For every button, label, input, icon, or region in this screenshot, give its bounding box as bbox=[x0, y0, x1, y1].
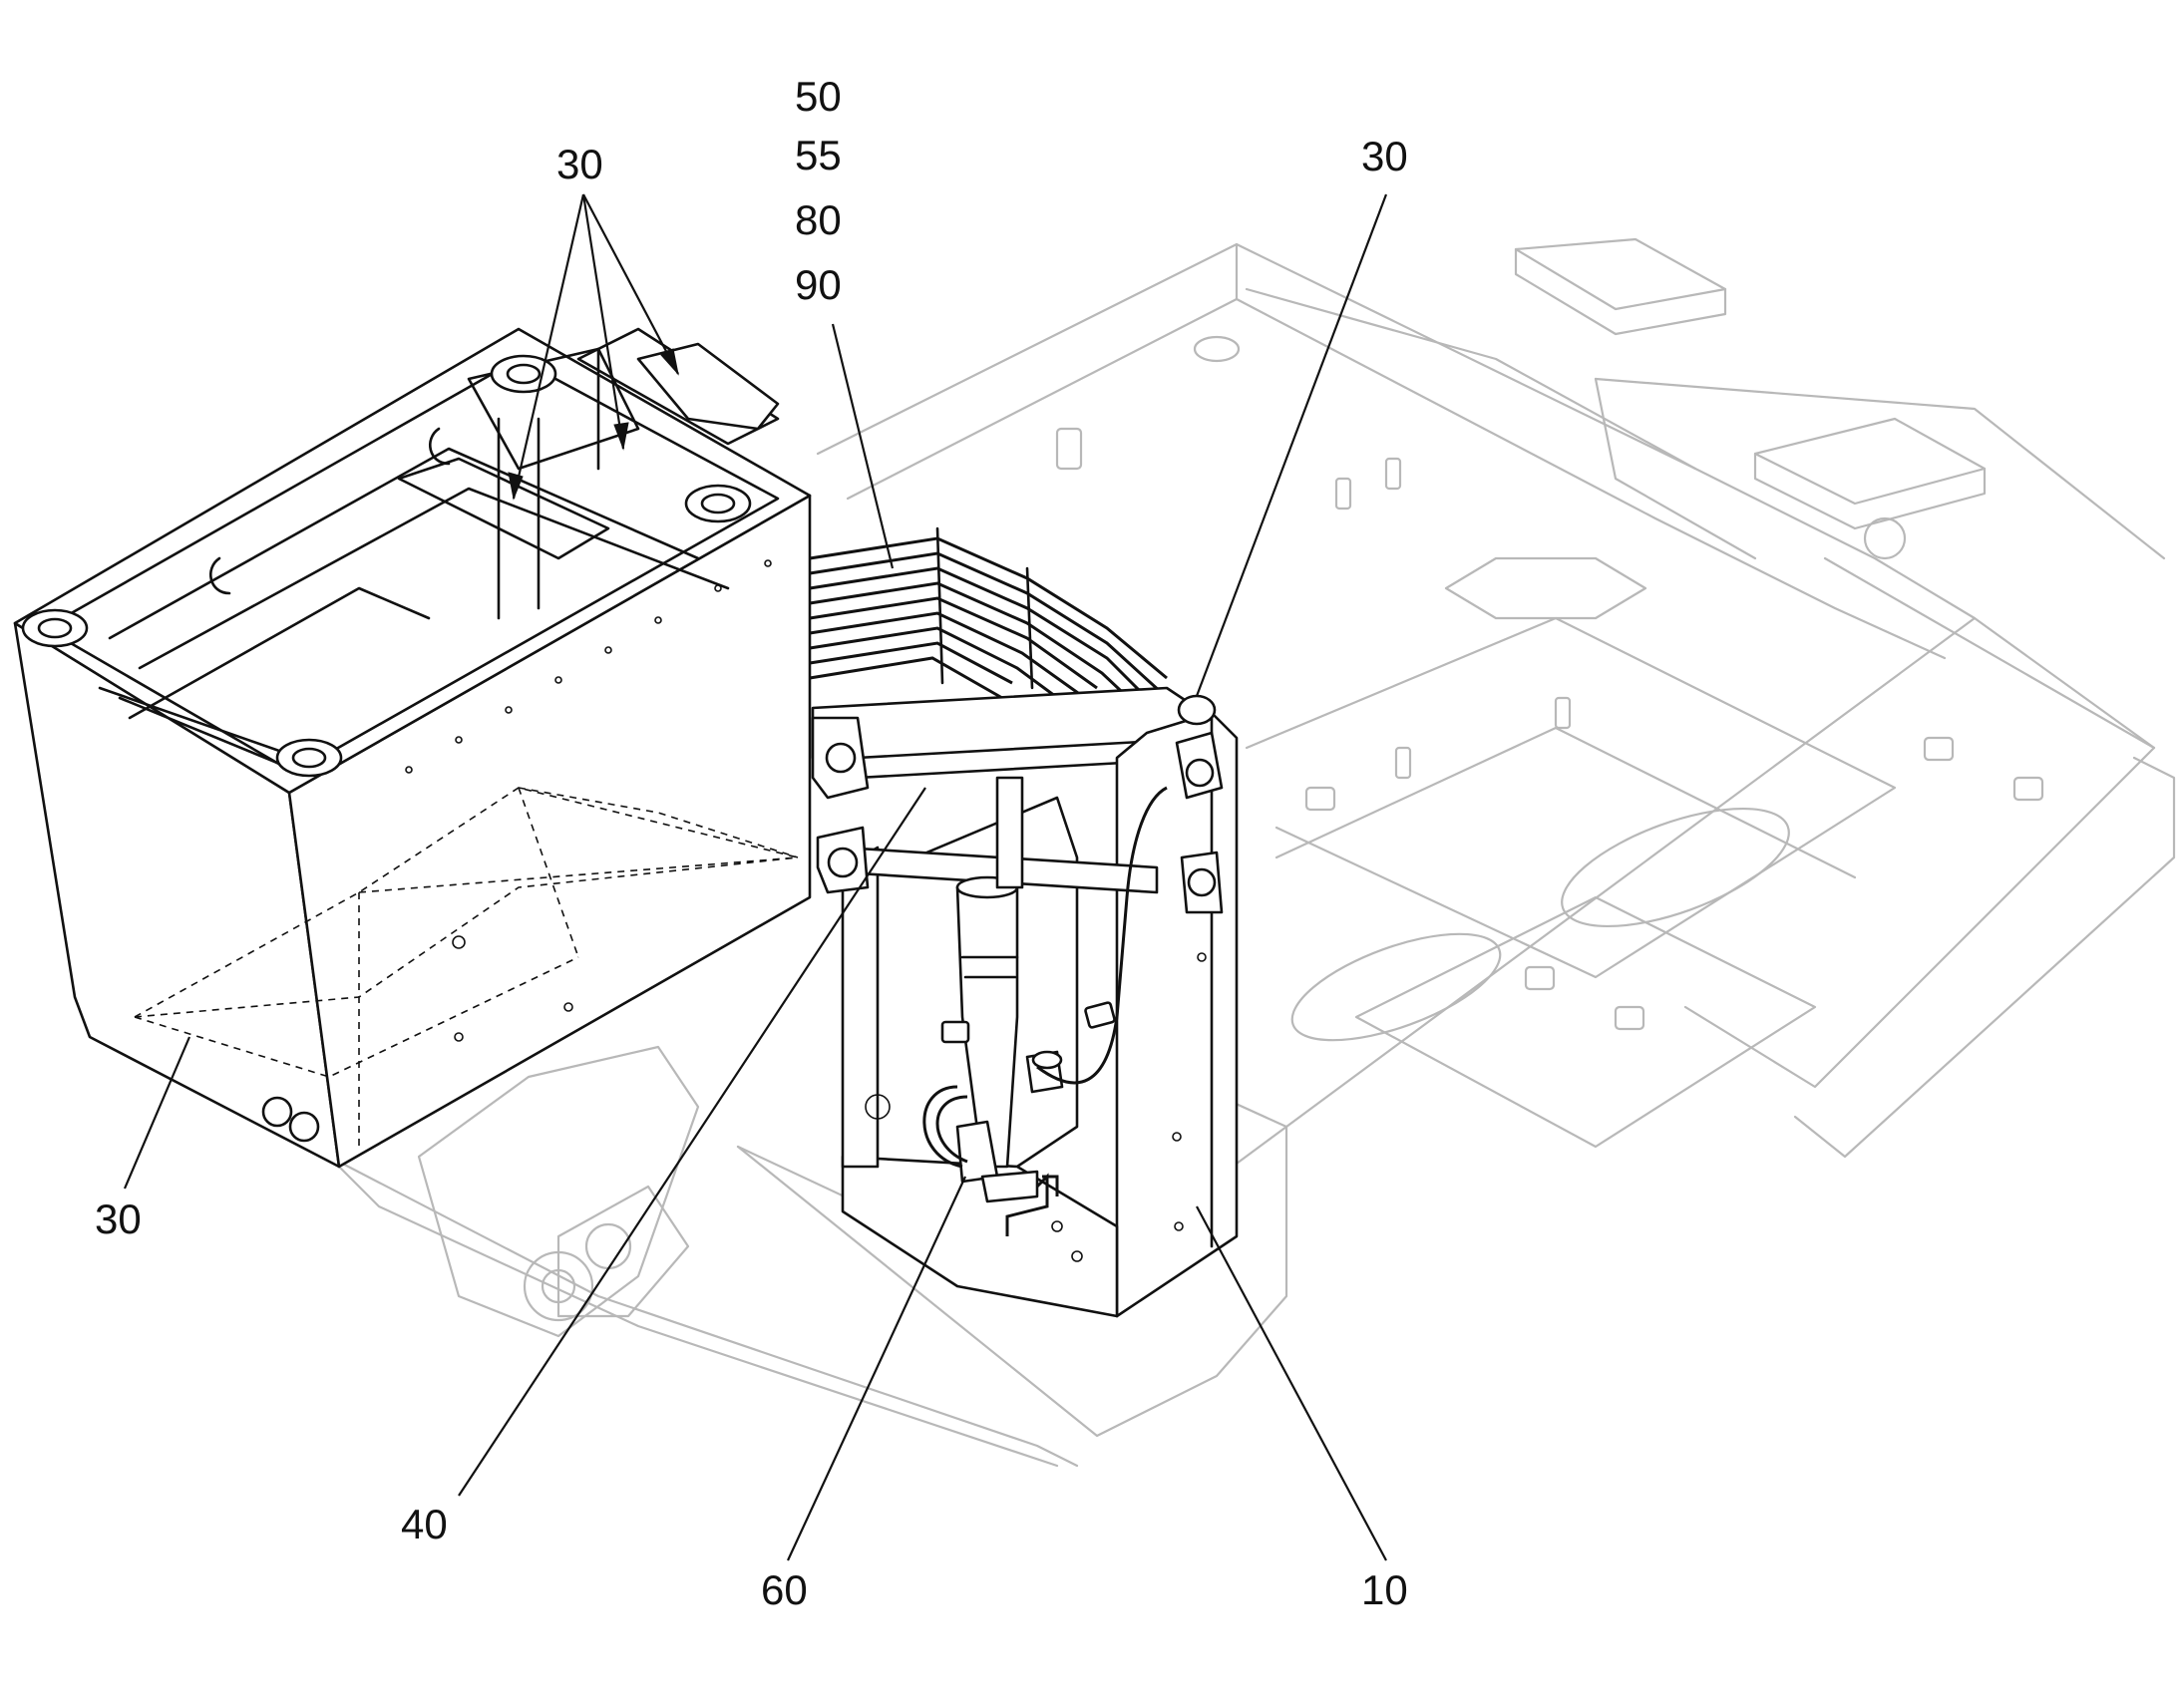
hydraulic-cylinder bbox=[922, 776, 1168, 1236]
callout-90: 90 bbox=[795, 261, 842, 308]
leader-10 bbox=[1196, 1205, 1387, 1561]
leader-lines bbox=[123, 193, 1388, 1561]
leader-30-top-c bbox=[582, 193, 679, 375]
arrowheads bbox=[508, 348, 679, 501]
callout-60: 60 bbox=[761, 1566, 808, 1613]
leader-30-top-b bbox=[581, 193, 625, 450]
callout-80: 80 bbox=[795, 196, 842, 243]
support-frame bbox=[811, 686, 1239, 1318]
callout-50: 50 bbox=[795, 73, 842, 120]
callout-30-left: 30 bbox=[95, 1196, 142, 1242]
leader-30-left bbox=[123, 1036, 191, 1190]
leader-90 bbox=[831, 323, 895, 569]
leader-30-right bbox=[1195, 193, 1388, 697]
callout-30-right: 30 bbox=[1361, 133, 1408, 179]
callout-10: 10 bbox=[1361, 1566, 1408, 1613]
hose-bundle bbox=[809, 526, 1168, 722]
leader-40 bbox=[458, 787, 926, 1497]
callout-40: 40 bbox=[401, 1501, 448, 1547]
callout-55: 55 bbox=[795, 132, 842, 178]
battery-box bbox=[13, 327, 812, 1169]
leader-60 bbox=[787, 1176, 966, 1561]
leader-30-top-a bbox=[512, 193, 585, 500]
callout-30-top: 30 bbox=[556, 141, 603, 187]
